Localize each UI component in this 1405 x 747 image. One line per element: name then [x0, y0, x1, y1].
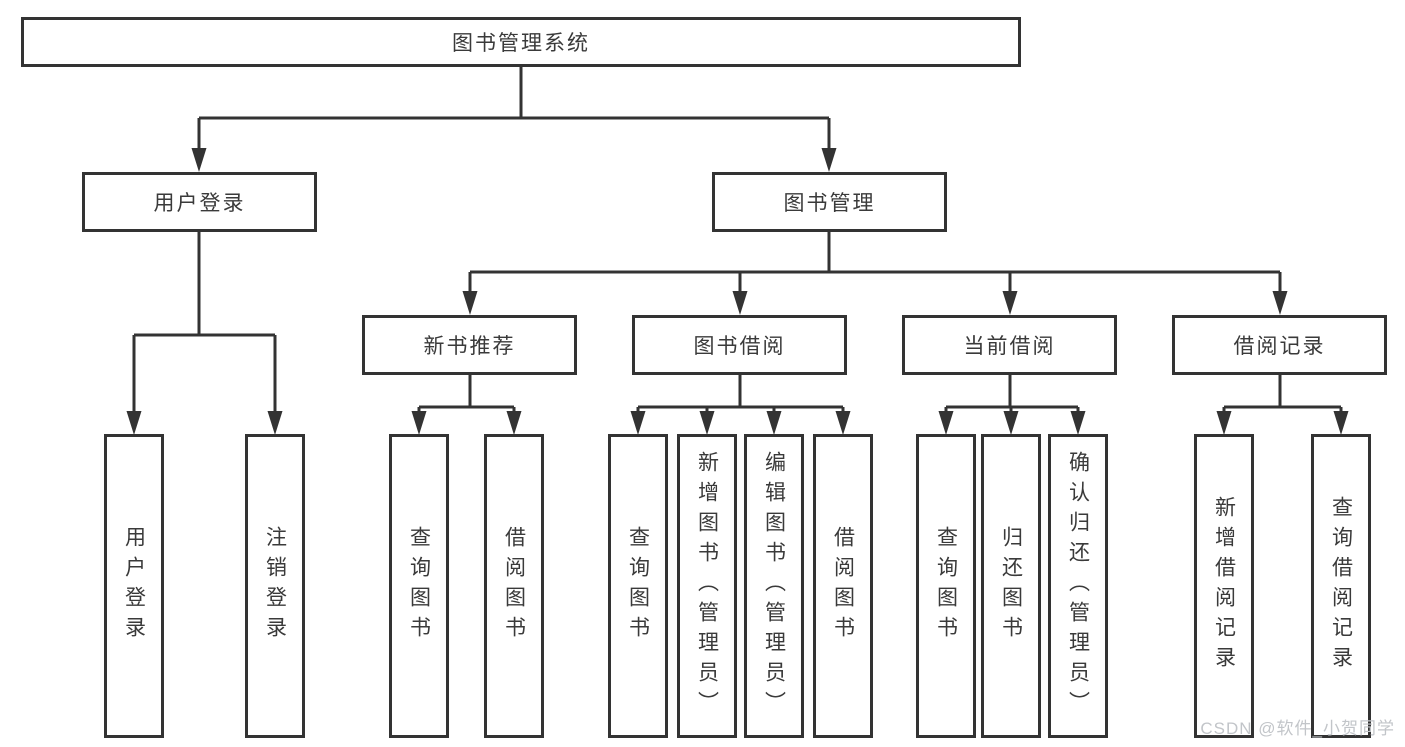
node-new-book-recommend: 新书推荐 — [362, 315, 577, 375]
node-book-management: 图书管理 — [712, 172, 947, 232]
node-user-login: 用户登录 — [82, 172, 317, 232]
arrowhead — [1070, 411, 1086, 435]
node-label: 当前借阅 — [963, 335, 1056, 358]
node-label: 图书管理系统 — [452, 32, 590, 55]
node-label: 注销登录 — [263, 526, 287, 646]
arrowhead — [835, 411, 851, 435]
arrowhead — [938, 411, 954, 435]
arrowhead — [1272, 291, 1288, 315]
node-label: 借阅图书 — [831, 526, 855, 646]
arrowhead — [699, 411, 715, 435]
node-leaf-query-books-borrow: 查询图书 — [608, 434, 668, 738]
node-leaf-edit-book-admin: 编辑图书（管理员） — [744, 434, 804, 738]
node-leaf-user-login: 用户登录 — [104, 434, 164, 738]
node-label: 用户登录 — [153, 192, 246, 215]
node-leaf-query-books-recommend: 查询图书 — [389, 434, 449, 738]
node-leaf-return-book: 归还图书 — [981, 434, 1041, 738]
arrowhead — [506, 411, 522, 435]
arrowhead — [267, 411, 283, 435]
node-label: 借阅记录 — [1233, 335, 1326, 358]
node-label: 编辑图书（管理员） — [762, 451, 786, 721]
node-leaf-confirm-return-admin: 确认归还（管理员） — [1048, 434, 1108, 738]
node-label: 查询图书 — [407, 526, 431, 646]
node-label: 确认归还（管理员） — [1066, 451, 1090, 721]
arrowhead — [1216, 411, 1232, 435]
node-label: 归还图书 — [999, 526, 1023, 646]
node-leaf-borrow-books-recommend: 借阅图书 — [484, 434, 544, 738]
node-label: 新增借阅记录 — [1212, 496, 1236, 676]
node-label: 新增图书（管理员） — [695, 451, 719, 721]
arrowhead — [1333, 411, 1349, 435]
node-label: 新书推荐 — [423, 335, 516, 358]
arrowhead — [766, 411, 782, 435]
node-borrow-records: 借阅记录 — [1172, 315, 1387, 375]
node-book-borrow: 图书借阅 — [632, 315, 847, 375]
arrowhead — [821, 148, 837, 172]
arrowhead — [126, 411, 142, 435]
node-label: 图书借阅 — [693, 335, 786, 358]
arrowhead — [732, 291, 748, 315]
node-current-borrow: 当前借阅 — [902, 315, 1117, 375]
arrowhead — [630, 411, 646, 435]
node-library-management-system: 图书管理系统 — [21, 17, 1021, 67]
node-label: 查询借阅记录 — [1329, 496, 1353, 676]
node-label: 图书管理 — [783, 192, 876, 215]
node-leaf-logout: 注销登录 — [245, 434, 305, 738]
node-label: 查询图书 — [934, 526, 958, 646]
arrowhead — [191, 148, 207, 172]
arrowhead — [1003, 411, 1019, 435]
node-leaf-add-book-admin: 新增图书（管理员） — [677, 434, 737, 738]
node-leaf-query-books-current: 查询图书 — [916, 434, 976, 738]
csdn-watermark: CSDN @软件_小贺同学 — [1200, 719, 1395, 738]
node-label: 查询图书 — [626, 526, 650, 646]
node-leaf-borrow-books: 借阅图书 — [813, 434, 873, 738]
arrowhead — [411, 411, 427, 435]
node-leaf-add-borrow-record: 新增借阅记录 — [1194, 434, 1254, 738]
node-label: 用户登录 — [122, 526, 146, 646]
node-label: 借阅图书 — [502, 526, 526, 646]
arrowhead — [1002, 291, 1018, 315]
arrowhead — [462, 291, 478, 315]
node-leaf-query-borrow-record: 查询借阅记录 — [1311, 434, 1371, 738]
